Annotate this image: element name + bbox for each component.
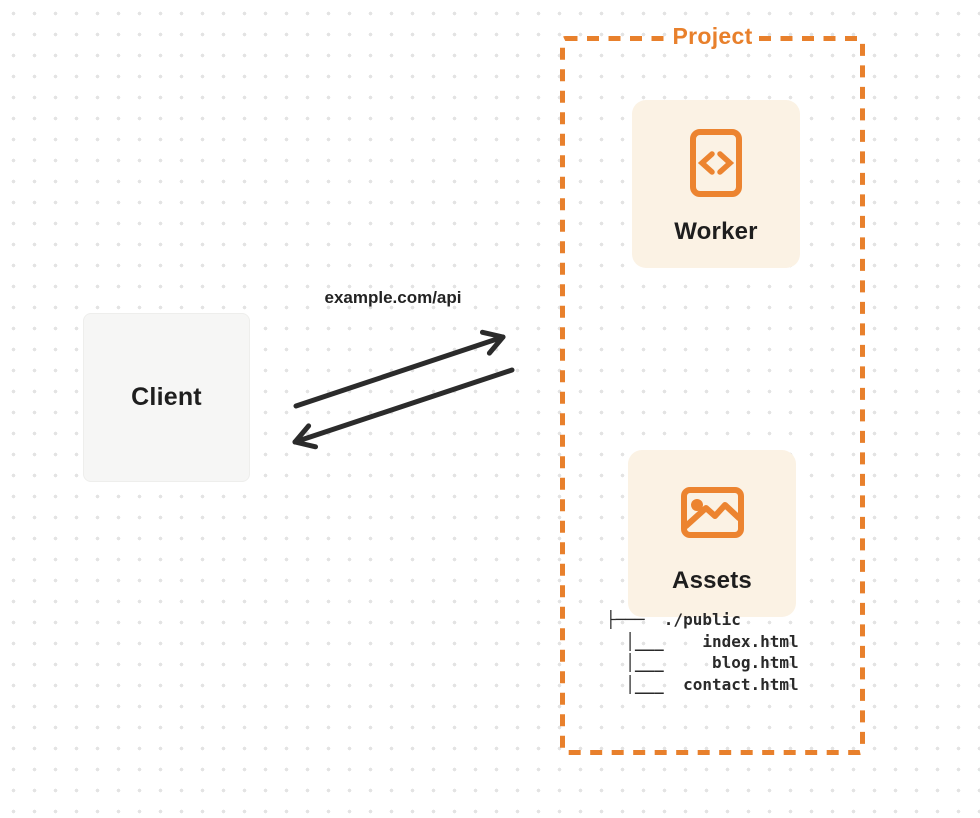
- file-tree-item: │___ index.html: [606, 631, 799, 651]
- assets-icon-wrap: [680, 450, 744, 567]
- dashed-border: [560, 36, 865, 755]
- worker-icon-wrap: [690, 100, 742, 218]
- code-icon: [690, 129, 742, 197]
- assets-node: Assets: [628, 450, 796, 617]
- image-icon: [680, 487, 744, 538]
- client-label: Client: [131, 383, 202, 411]
- project-boundary: Project Worker Assets: [560, 22, 865, 755]
- client-node: Client: [83, 313, 250, 482]
- file-tree-root: ├─── ./public: [606, 610, 741, 629]
- project-label: Project: [667, 22, 758, 50]
- response-arrow: [292, 367, 515, 450]
- request-url-label: example.com/api: [324, 288, 462, 307]
- file-tree-item: │___ contact.html: [606, 674, 799, 694]
- worker-label: Worker: [674, 218, 758, 245]
- file-tree-item: │___ blog.html: [606, 653, 799, 672]
- worker-node: Worker: [632, 100, 800, 268]
- file-tree: ├─── ./public │___ index.html │___ blog.…: [606, 609, 799, 695]
- request-arrow: [293, 329, 506, 409]
- assets-label: Assets: [672, 567, 752, 594]
